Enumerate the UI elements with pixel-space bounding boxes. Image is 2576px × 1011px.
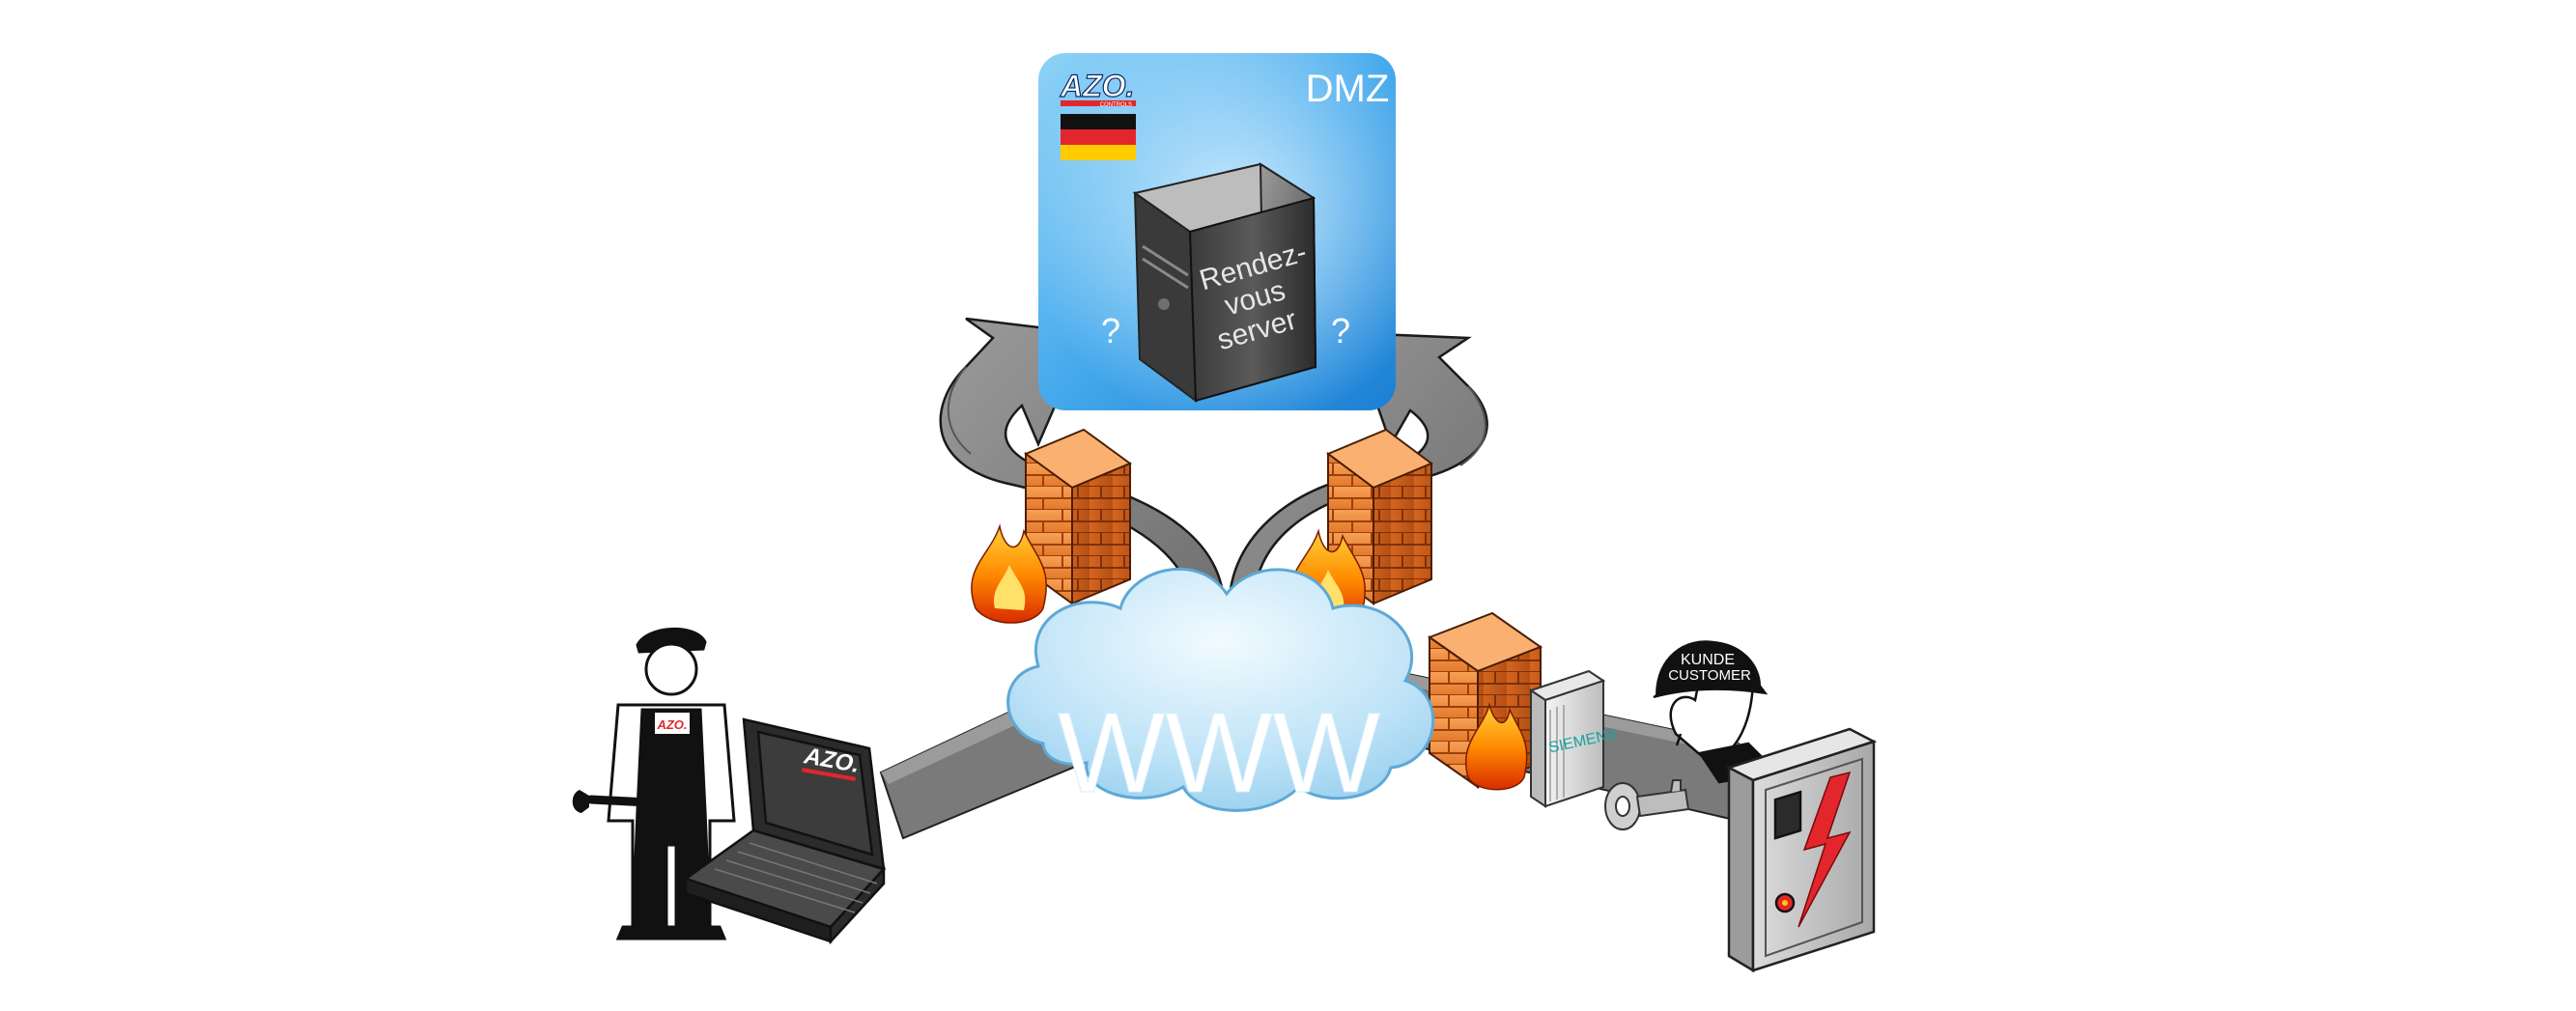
technician-badge-text: AZO. [656, 717, 687, 732]
helmet-line1: KUNDE [1681, 652, 1735, 668]
lightning-icon [1798, 771, 1852, 928]
firewall-center-icon [1325, 428, 1434, 605]
azo-logo-text: AZO. [1060, 69, 1134, 103]
control-cabinet-icon [1725, 727, 1878, 973]
flag-germany-icon [1061, 114, 1136, 160]
internet-cloud: WWW [1006, 567, 1435, 818]
query-mark-right: ? [1331, 311, 1350, 351]
cloud-label: WWW [1058, 689, 1380, 817]
azo-logo: AZO. CONTROLS [1059, 68, 1136, 108]
server-tower-icon: Rendez- vous server [1132, 162, 1317, 404]
laptop-icon: AZO. [683, 717, 887, 945]
flame-left-icon [971, 523, 1047, 624]
flame-right-icon [1465, 702, 1528, 791]
key-icon [1604, 779, 1690, 830]
wrench-icon [572, 790, 671, 813]
query-mark-left: ? [1101, 311, 1120, 351]
dmz-label: DMZ [1306, 68, 1390, 110]
customer-helmet-icon: KUNDE CUSTOMER [1653, 640, 1769, 698]
azo-logo-subtext: CONTROLS [1100, 102, 1132, 108]
dmz-zone: DMZ AZO. CONTROLS ? ? Rendez- vous serve… [1038, 53, 1396, 410]
helmet-line2: CUSTOMER [1668, 667, 1751, 684]
